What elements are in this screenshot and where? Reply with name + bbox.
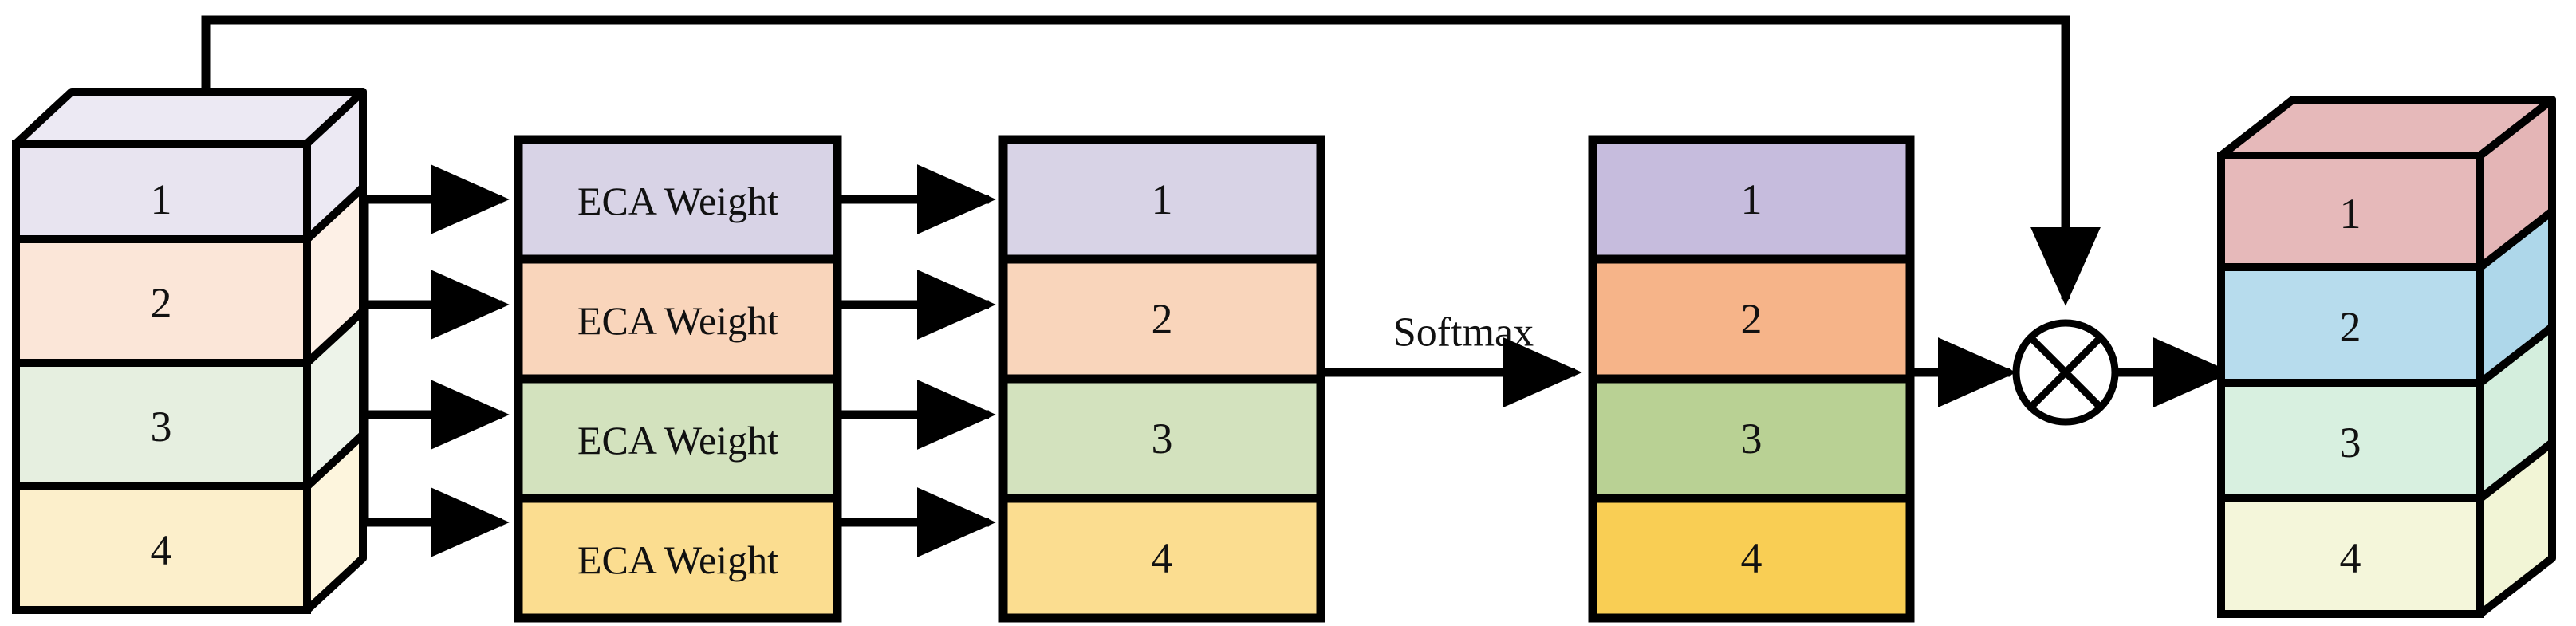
weighted-cell-3[interactable]: 3 (998, 374, 1325, 503)
input-slab-3-label: 3 (151, 403, 172, 451)
softmax-cell-1[interactable]: 1 (1588, 135, 1915, 264)
eca-to-weighted-arrows (837, 164, 996, 557)
multiply-operator-icon (2012, 319, 2119, 426)
output-slab-2: 2 (2217, 207, 2556, 387)
output-slab-2-label: 2 (2340, 303, 2361, 351)
output-feature-stack: 4 3 2 1 (2217, 96, 2556, 618)
softmax-output-column: 1 2 3 4 (1588, 135, 1915, 623)
eca-weight-cell-4[interactable]: ECA Weight (514, 494, 842, 623)
weighted-cell-2-label: 2 (1152, 295, 1173, 343)
input-slab-1-label: 1 (151, 175, 172, 223)
softmax-cell-3-label: 3 (1741, 415, 1763, 463)
eca-weight-cell-2[interactable]: ECA Weight (514, 254, 842, 384)
input-slab-2-label: 2 (151, 279, 172, 327)
output-slab-1: 1 (2217, 96, 2556, 271)
eca-weight-cell-3[interactable]: ECA Weight (514, 374, 842, 503)
softmax-cell-2[interactable]: 2 (1588, 254, 1915, 384)
eca-weight-column: ECA Weight ECA Weight ECA Weight ECA Wei… (514, 135, 842, 623)
output-slab-3-label: 3 (2340, 419, 2361, 467)
weighted-cell-1-label: 1 (1152, 175, 1173, 223)
weighted-cell-3-label: 3 (1152, 415, 1173, 463)
softmax-cell-4-label: 4 (1741, 534, 1763, 582)
skip-connection-path (201, 15, 2101, 306)
eca-weight-label-1: ECA Weight (577, 179, 778, 223)
weighted-feature-column: 1 2 3 4 (998, 135, 1325, 623)
eca-weight-cell-1[interactable]: ECA Weight (514, 135, 842, 264)
softmax-cell-2-label: 2 (1741, 295, 1763, 343)
eca-weight-label-3: ECA Weight (577, 418, 778, 463)
eca-weight-label-2: ECA Weight (577, 298, 778, 343)
softmax-label: Softmax (1393, 310, 1534, 356)
softmax-operation: Softmax (1321, 310, 1582, 407)
input-slab-4: 4 (12, 431, 367, 614)
input-slab-4-label: 4 (151, 526, 172, 574)
softmax-cell-3[interactable]: 3 (1588, 374, 1915, 503)
input-feature-stack: 4 3 2 1 (12, 88, 367, 614)
weighted-cell-4-label: 4 (1152, 534, 1173, 582)
weighted-cell-4[interactable]: 4 (998, 494, 1325, 623)
input-to-eca-arrows (360, 164, 510, 557)
input-slab-1: 1 (12, 88, 367, 243)
output-slab-1-label: 1 (2340, 190, 2361, 238)
weighted-cell-2[interactable]: 2 (998, 254, 1325, 384)
softmax-cell-4[interactable]: 4 (1588, 494, 1915, 623)
eca-weight-label-4: ECA Weight (577, 537, 778, 582)
softmax-cell-1-label: 1 (1741, 175, 1763, 223)
weighted-cell-1[interactable]: 1 (998, 135, 1325, 264)
output-slab-4-label: 4 (2340, 534, 2361, 582)
